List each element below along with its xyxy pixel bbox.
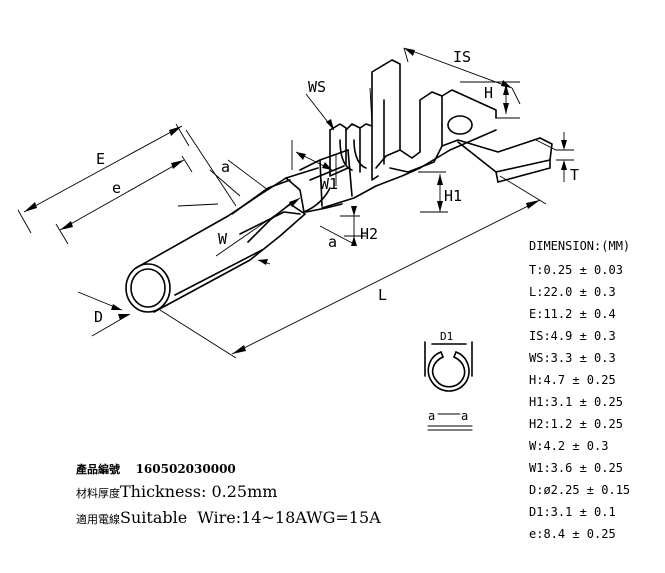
spec-D1: D1:3.1 ± 0.1 bbox=[529, 505, 616, 519]
label-section-a1: a bbox=[428, 409, 435, 423]
label-D1: D1 bbox=[440, 330, 453, 343]
spec-W: W:4.2 ± 0.3 bbox=[529, 439, 609, 453]
crimp-section bbox=[227, 167, 331, 261]
label-a-top: a bbox=[221, 158, 230, 176]
barrel-tube bbox=[125, 215, 263, 313]
thickness-row: 材料厚度Thickness: 0.25mm bbox=[76, 482, 277, 501]
label-H: H bbox=[484, 84, 493, 102]
label-W: W bbox=[218, 230, 228, 248]
spec-WS: WS:3.3 ± 0.3 bbox=[529, 351, 616, 365]
label-a-bottom: a bbox=[328, 233, 337, 251]
thickness-value: 0.25mm bbox=[211, 482, 278, 501]
label-IS: IS bbox=[453, 48, 471, 66]
label-section-a2: a bbox=[461, 409, 468, 423]
spec-IS: IS:4.9 ± 0.3 bbox=[529, 329, 616, 343]
wire-crimp-body bbox=[299, 149, 377, 213]
label-e: e bbox=[112, 179, 121, 197]
cross-section bbox=[424, 341, 473, 431]
spec-H: H:4.7 ± 0.25 bbox=[529, 373, 616, 387]
spec-H2: H2:1.2 ± 0.25 bbox=[529, 417, 623, 431]
spec-W1: W1:3.6 ± 0.25 bbox=[529, 461, 623, 475]
wire-row: 適用電線Suitable Wire:14~18AWG=15A bbox=[76, 508, 381, 527]
product-code-label: 產品編號 bbox=[76, 463, 120, 476]
label-L: L bbox=[378, 286, 387, 304]
thickness-label-cn: 材料厚度 bbox=[76, 487, 120, 500]
arrowheads bbox=[24, 48, 567, 354]
product-code-value: 160502030000 bbox=[135, 462, 236, 476]
label-T: T bbox=[570, 166, 579, 184]
insulation-tabs bbox=[329, 123, 379, 181]
label-H1: H1 bbox=[444, 187, 462, 205]
spec-title: DIMENSION:(MM) bbox=[529, 239, 631, 253]
thickness-label-en: Thickness: bbox=[120, 482, 207, 501]
spec-L: L:22.0 ± 0.3 bbox=[529, 285, 616, 299]
spec-H1: H1:3.1 ± 0.25 bbox=[529, 395, 623, 409]
wire-label-cn: 適用電線 bbox=[76, 513, 120, 526]
spec-T: T:0.25 ± 0.03 bbox=[529, 263, 623, 277]
contact-tabs bbox=[371, 59, 443, 187]
label-E: E bbox=[96, 150, 105, 168]
spec-D: D:ø2.25 ± 0.15 bbox=[529, 483, 631, 497]
label-H2: H2 bbox=[360, 225, 378, 243]
spec-E: E:11.2 ± 0.4 bbox=[529, 307, 616, 321]
spec-e: e:8.4 ± 0.25 bbox=[529, 527, 616, 541]
product-code-row: 產品編號 160502030000 bbox=[76, 458, 236, 477]
wire-value: 14~18AWG=15A bbox=[241, 508, 381, 527]
label-D: D bbox=[94, 308, 103, 326]
wire-label-en: Suitable Wire: bbox=[120, 508, 242, 527]
label-WS: WS bbox=[308, 78, 326, 96]
ring-tongue bbox=[419, 89, 553, 183]
label-W1: W1 bbox=[320, 175, 338, 193]
